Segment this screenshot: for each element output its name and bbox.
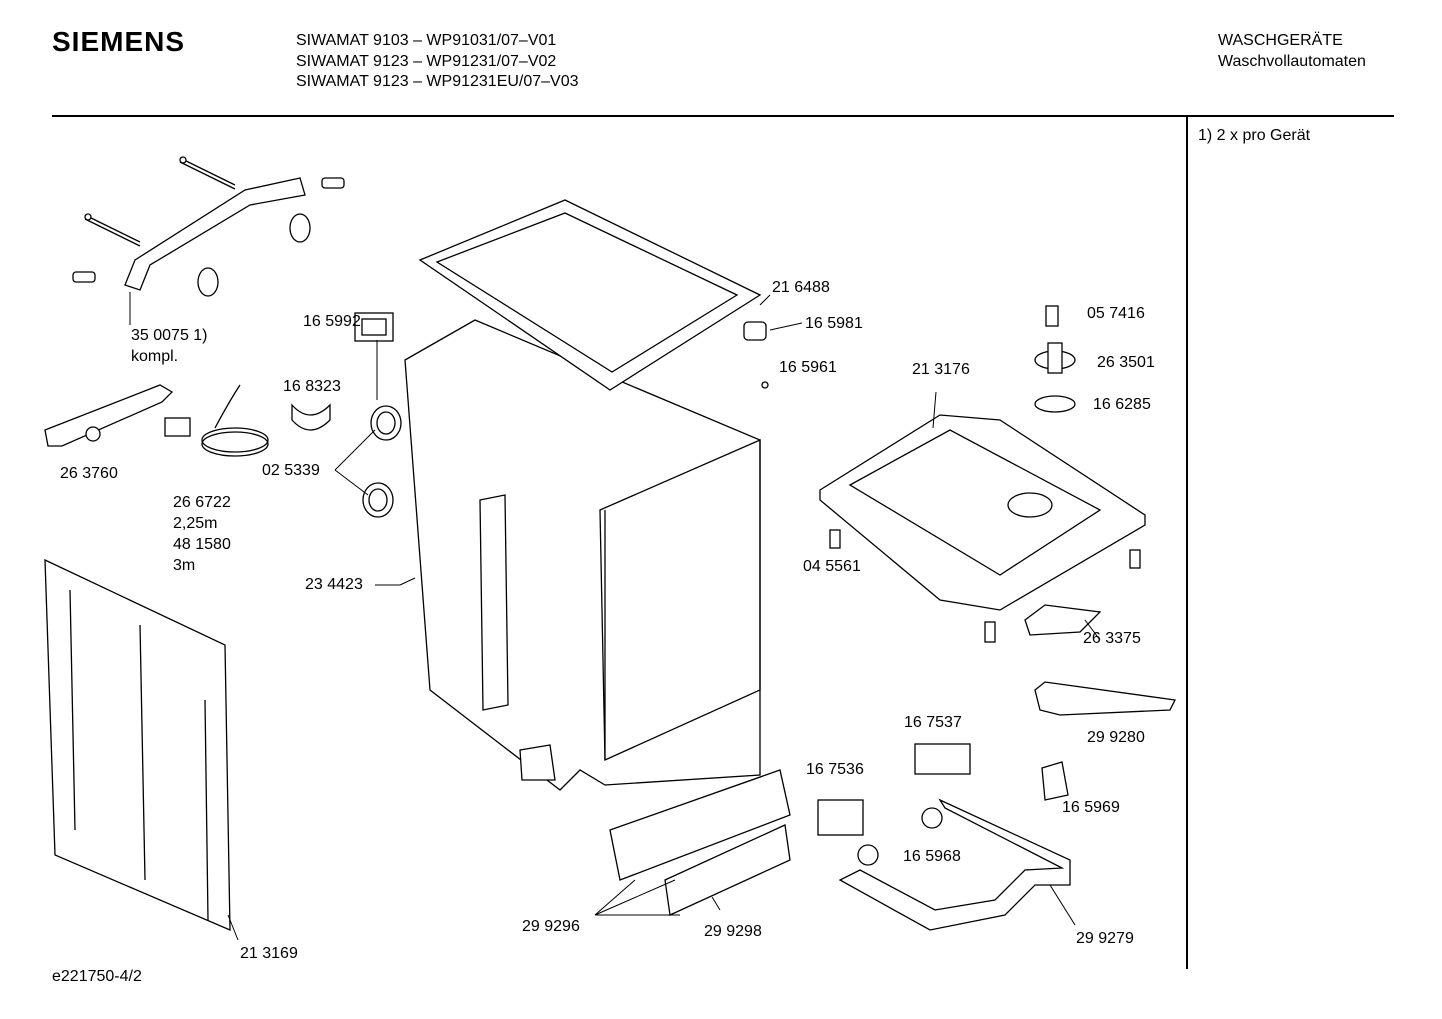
part-label-266722-length: 2,25m — [173, 515, 218, 532]
part-label-025339: 02 5339 — [262, 462, 320, 479]
part-label-166285: 16 6285 — [1093, 396, 1151, 413]
category: WASCHGERÄTE Waschvollautomaten — [1218, 31, 1366, 72]
notes-divider — [1186, 117, 1188, 969]
part-label-165981: 16 5981 — [805, 315, 863, 332]
part-label-165969: 16 5969 — [1062, 799, 1120, 816]
part-label-263375: 26 3375 — [1083, 630, 1141, 647]
part-label-216488: 21 6488 — [772, 279, 830, 296]
detergent-drawer — [609, 769, 791, 916]
mounting-bracket — [72, 156, 345, 297]
side-panel — [44, 558, 231, 931]
model-list: SIWAMAT 9103 – WP91031/07–V01 SIWAMAT 91… — [296, 31, 579, 93]
part-label-165961: 16 5961 — [779, 359, 837, 376]
part-label-299280: 29 9280 — [1087, 729, 1145, 746]
part-label-299279: 29 9279 — [1076, 930, 1134, 947]
part-label-168323: 16 8323 — [283, 378, 341, 395]
part-label-263760: 26 3760 — [60, 465, 118, 482]
brand-logo: SIEMENS — [52, 26, 186, 57]
part-label-234423: 23 4423 — [305, 576, 363, 593]
part-label-167537: 16 7537 — [904, 714, 962, 731]
small-parts — [817, 305, 1176, 931]
part-label-481580-length: 3m — [173, 557, 196, 574]
part-label-165992: 16 5992 — [303, 313, 361, 330]
model-line-3: SIWAMAT 9123 – WP91231EU/07–V03 — [296, 73, 579, 90]
part-label-045561: 04 5561 — [803, 558, 861, 575]
model-line-1: SIWAMAT 9103 – WP91031/07–V01 — [296, 32, 557, 49]
category-title: WASCHGERÄTE — [1218, 32, 1343, 49]
part-label-299296: 29 9296 — [522, 918, 580, 935]
part-label-213169: 21 3169 — [240, 945, 298, 962]
base-frame — [819, 414, 1146, 611]
drawing-id: e221750-4/2 — [52, 968, 142, 985]
part-label-299298: 29 9298 — [704, 923, 762, 940]
mains-cable — [164, 384, 269, 457]
seals — [291, 312, 402, 518]
part-label-350075-sub: kompl. — [131, 348, 179, 365]
model-line-2: SIWAMAT 9123 – WP91231/07–V02 — [296, 52, 557, 70]
part-label-350075: 35 0075 1) — [131, 327, 208, 344]
cabinet-frame — [404, 199, 769, 791]
category-subtitle: Waschvollautomaten — [1218, 52, 1366, 70]
part-label-057416: 05 7416 — [1087, 305, 1145, 322]
part-label-213176: 21 3176 — [912, 361, 970, 378]
wrench — [44, 384, 174, 447]
part-label-165968: 16 5968 — [903, 848, 961, 865]
footnote: 1) 2 x pro Gerät — [1198, 127, 1311, 144]
header-divider — [52, 115, 1394, 117]
part-label-263501: 26 3501 — [1097, 354, 1155, 371]
part-label-266722: 26 6722 — [173, 494, 231, 511]
part-label-167536: 16 7536 — [806, 761, 864, 778]
part-label-481580: 48 1580 — [173, 536, 231, 553]
leader-lines — [129, 292, 1101, 941]
